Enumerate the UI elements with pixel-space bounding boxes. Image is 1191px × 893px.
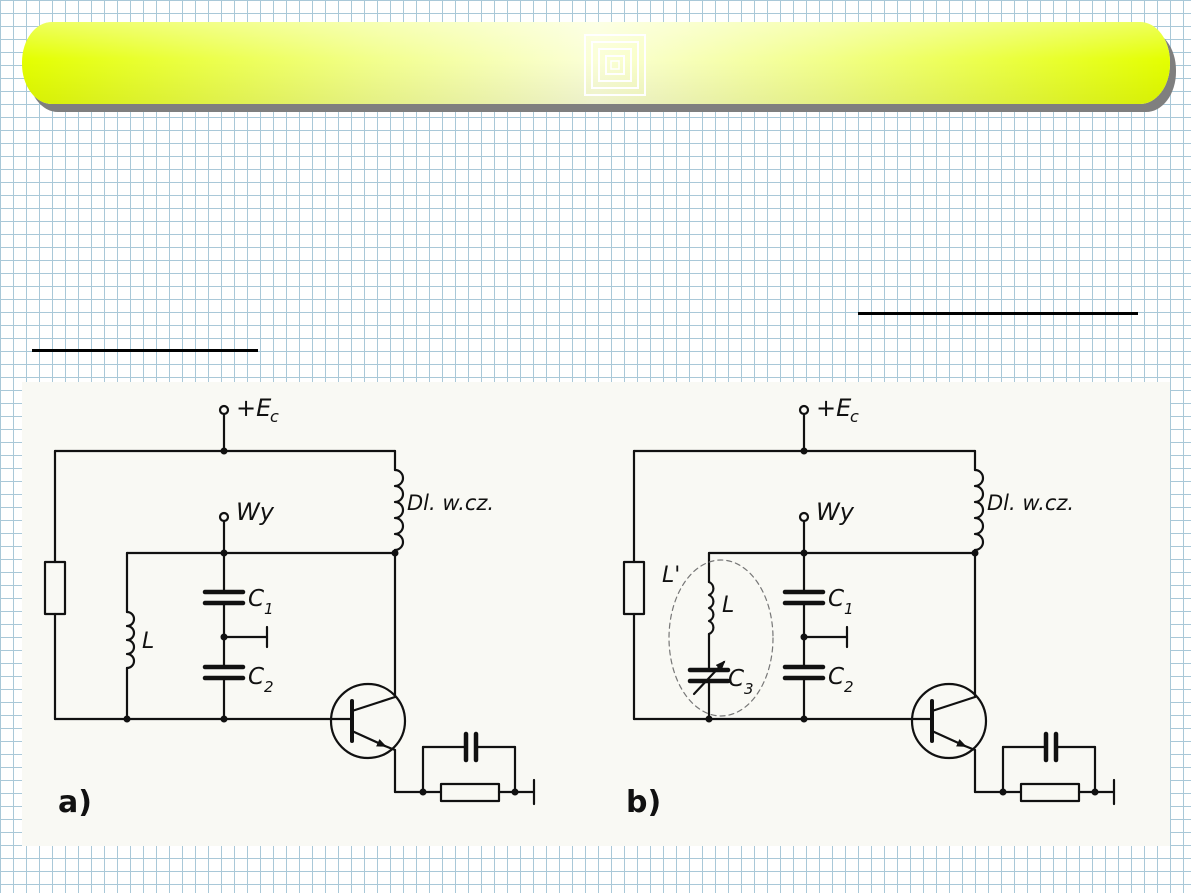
supply-label-b: +E: [816, 394, 852, 422]
supply-terminal-b: [798, 404, 810, 416]
junction-dots-a: [123, 447, 519, 796]
c1-subscript-b: 1: [844, 600, 854, 618]
c3-label-b: C: [728, 666, 744, 692]
choke-label-b: Dl. w.cz.: [987, 491, 1074, 515]
inductor-group-label-b: L': [662, 563, 680, 588]
inductor-label-b: L: [722, 593, 734, 618]
circuit-b: [622, 404, 1116, 806]
junction-dots-b: [705, 447, 1099, 796]
c2-subscript-a: 2: [264, 678, 274, 696]
inductor-label-a: L: [142, 629, 154, 654]
underline-rule-left: [32, 349, 258, 352]
inductor-l-a: [125, 610, 136, 670]
concentric-squares-emblem: [584, 34, 646, 96]
circuit-a: [43, 404, 536, 806]
transistor-b: [910, 682, 988, 760]
series-group-outline-b: [668, 559, 774, 717]
rf-choke-a: [393, 468, 405, 552]
supply-subscript-b: c: [850, 407, 859, 426]
bias-resistor-b: [622, 560, 646, 616]
labels-b: +E c Wy Dl. w.cz. C 1 C 2 C 3 L L' b): [626, 394, 1074, 820]
output-label-a: Wy: [236, 498, 275, 526]
c1-subscript-a: 1: [264, 600, 274, 618]
labels-a: +E c Wy Dl. w.cz. C 1 C 2 L a): [58, 394, 494, 820]
c2-label-b: C: [828, 664, 844, 690]
panel-label-a: a): [58, 785, 92, 820]
supply-subscript-a: c: [270, 407, 279, 426]
panel-label-b: b): [626, 785, 661, 820]
supply-label-a: +E: [236, 394, 272, 422]
c2-subscript-b: 2: [844, 678, 854, 696]
output-terminal-a: [218, 511, 230, 523]
emitter-resistor-a: [439, 782, 501, 803]
supply-terminal-a: [218, 404, 230, 416]
underline-rule-right: [858, 312, 1138, 315]
bias-resistor-a: [43, 560, 67, 616]
rf-choke-b: [973, 468, 985, 552]
title-banner: [22, 22, 1170, 104]
choke-label-a: Dl. w.cz.: [407, 491, 494, 515]
output-terminal-b: [798, 511, 810, 523]
c1-label-b: C: [828, 586, 844, 612]
output-label-b: Wy: [816, 498, 855, 526]
emitter-resistor-b: [1019, 782, 1081, 803]
c1-label-a: C: [248, 586, 264, 612]
c2-label-a: C: [248, 664, 264, 690]
circuit-diagram-panel: [22, 382, 1170, 846]
inductor-l-b: [707, 580, 715, 636]
c3-subscript-b: 3: [744, 680, 754, 698]
transistor-a: [329, 682, 407, 760]
